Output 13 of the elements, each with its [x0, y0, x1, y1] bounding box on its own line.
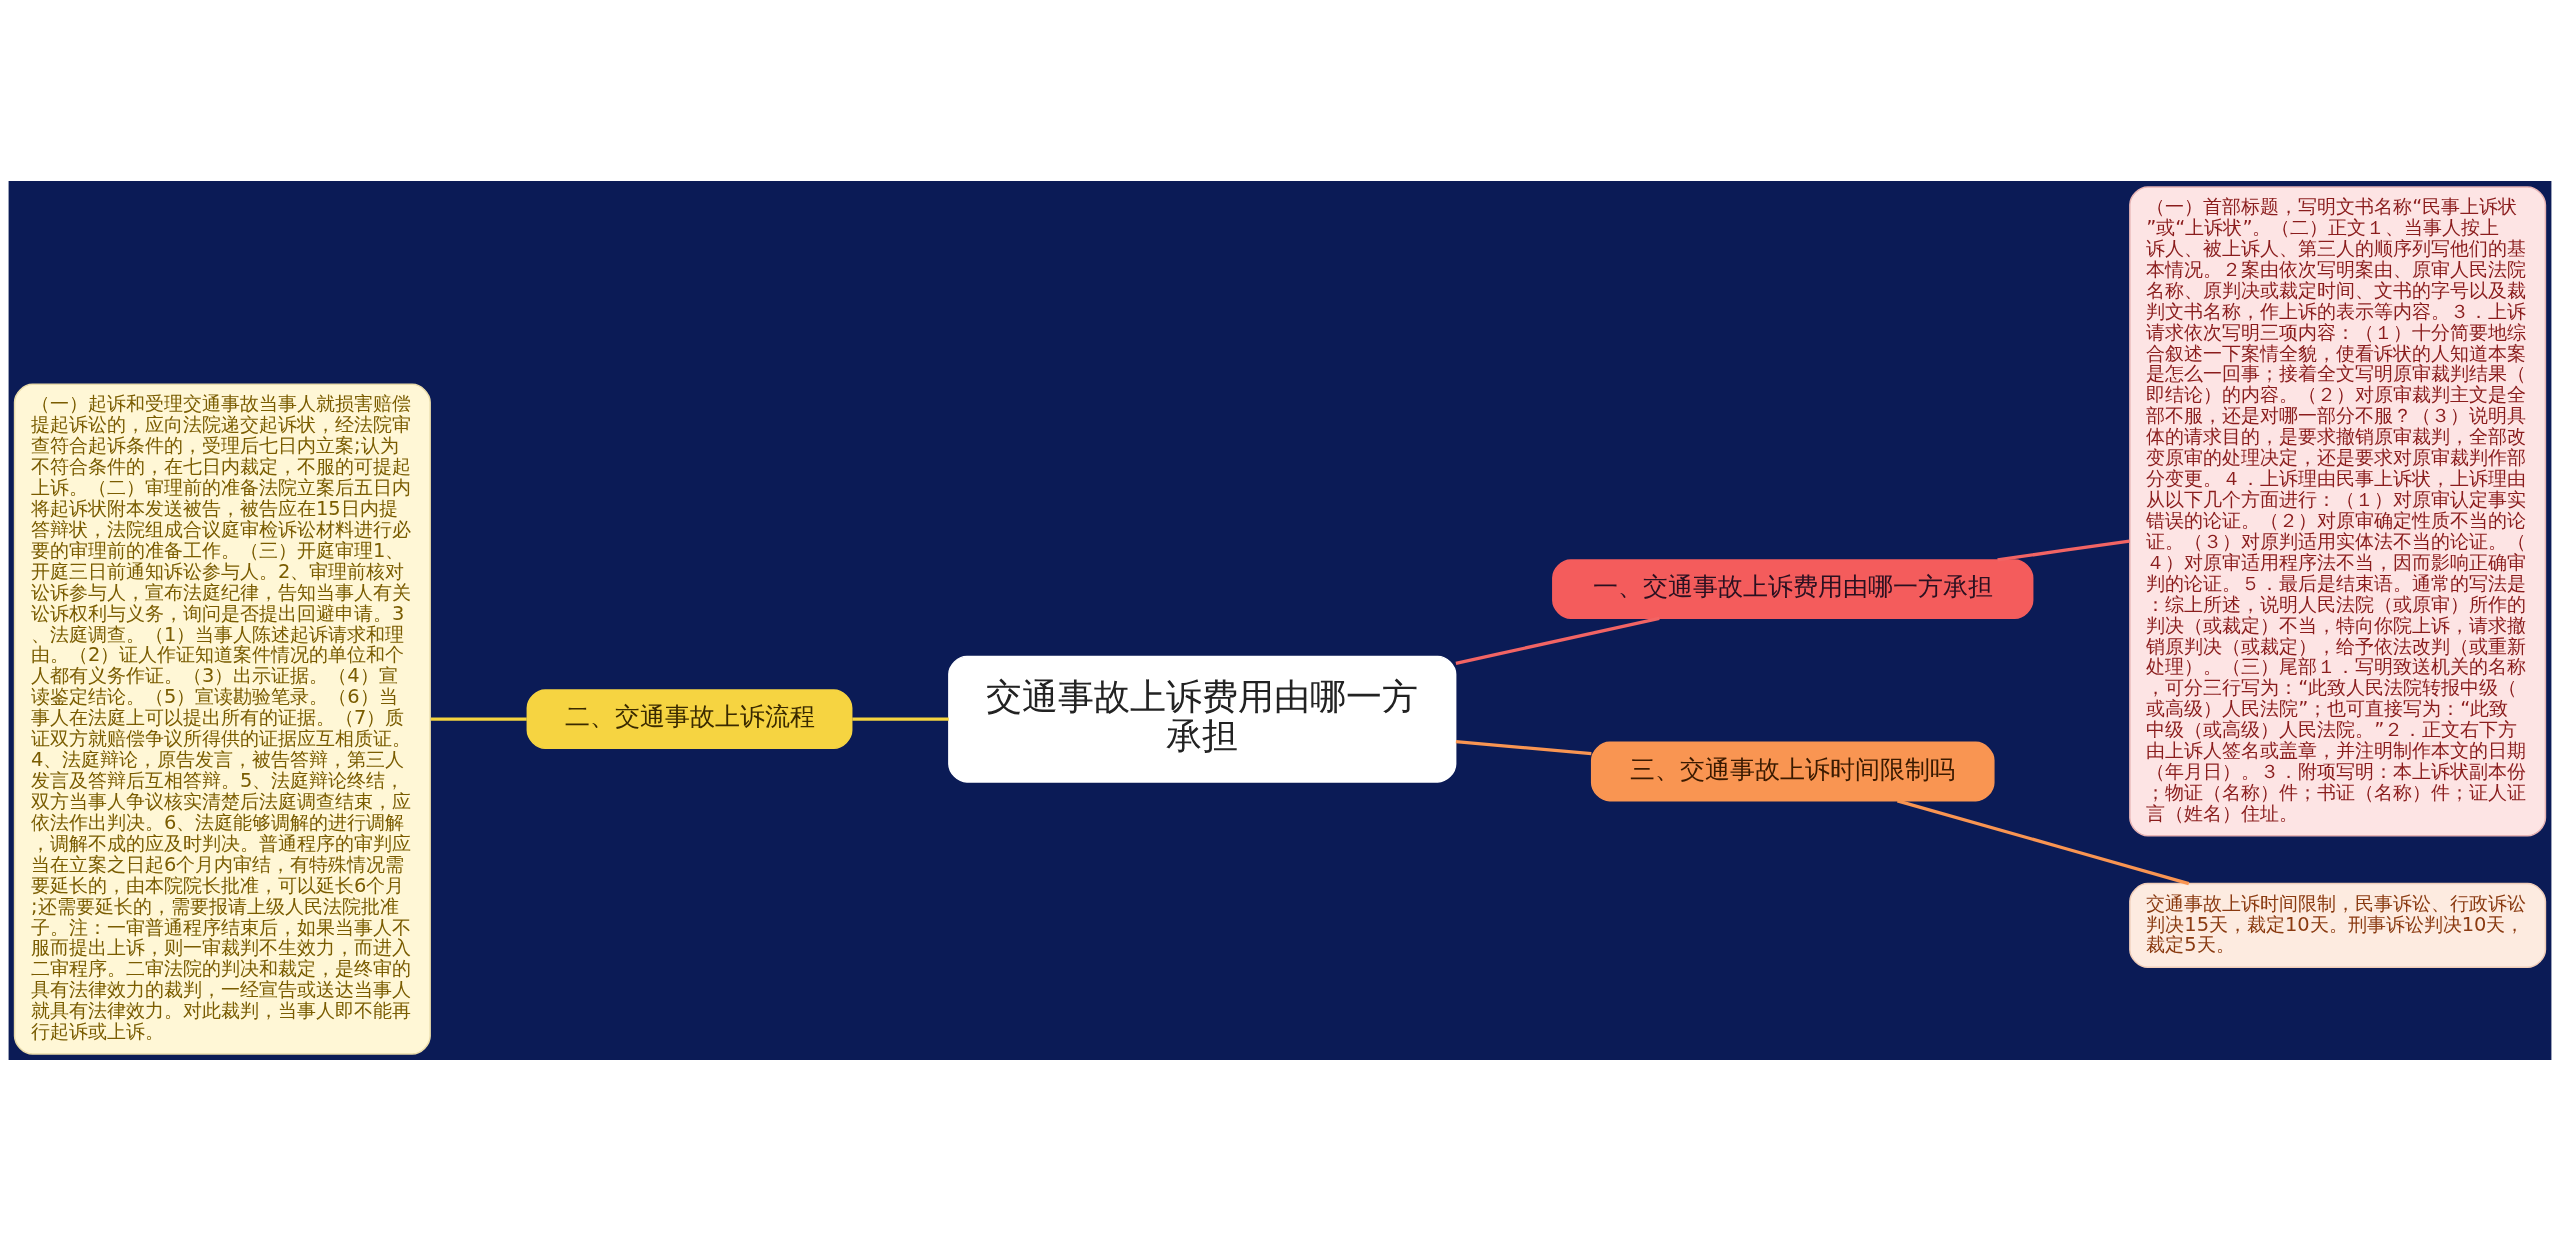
connector	[1455, 616, 1660, 665]
node-box: 交通事故上诉时间限制，民事诉讼、行政诉讼判决15天，裁定10天。刑事诉讼判决10天，裁定5天。	[2129, 882, 2547, 969]
connector	[852, 717, 949, 721]
connector	[1897, 799, 2190, 886]
connector	[1455, 740, 1592, 756]
node-box: 三、交通事故上诉时间限制吗	[1590, 741, 1995, 802]
node-box: （一）首部标题，写明文书名称“民事上诉状”或“上诉状”。（二）正文１、当事人按上诉人、被上诉人、第三人的顺序列写他们的基本情况。２案由依次写明案由、原审人民法院名称、原判决或裁定时间、文书的字号以及裁判文书名称，作上诉的表示等内容。３．上诉请求依次写明三项内容：（１）十分简要地综合叙述一下案情全貌，使看诉状的人知道本案是怎么一回事；接着全文写明原审裁判结果（即结论）的内容。（２）对原审裁判主文是全部不服，还是对哪一部分不服？（３）说明具体的请求目的，是要求撤销原审裁判，全部改变原审的处理决定，还是要求对原审裁判作部分变更。４．上诉理由民事上诉状，上诉理由从以下几个方面进行：（１）对原审认定事实错误的论证。（２）对原审确定性质不当的论证。（３）对原判适用实体法不当的论证。（４）对原审适用程序法不当，因而影响正确审判的论证。５．最后是结束语。通常的写法是：综上所述，说明人民法院（或原审）所作的判决（或裁定）不当，特向你院上诉，请求撤销原判决（或裁定），给予依法改判（或重新处理）。（三）尾部１．写明致送机关的名称，可分三行写为：“此致人民法院转报中级（或高级）人民法院”；也可直接写为：“此致中级（或高级）人民法院。”２．正文右下方由上诉人签名或盖章，并注明制作本文的日期（年月日）。３．附项写明：本上诉状副本份；物证（名称）件；书证（名称）件；证人证言（姓名）住址。	[2129, 186, 2547, 837]
node-box: 二、交通事故上诉流程	[526, 689, 853, 750]
node-box: （一）起诉和受理交通事故当事人就损害赔偿提起诉讼的，应向法院递交起诉状，经法院审查符合起诉条件的，受理后七日内立案;认为不符合条件的，在七日内裁定，不服的可提起上诉。（二）审理前的准备法院立案后五日内将起诉状附本发送被告，被告应在15日内提答辩状，法院组成合议庭审检诉讼材料进行必要的审理前的准备工作。（三）开庭审理1、开庭三日前通知诉讼参与人。2、审理前核对讼诉参与人，宣布法庭纪律，告知当事人有关讼诉权利与义务，询问是否提出回避申请。3、法庭调查。（1）当事人陈述起诉请求和理由。（2）证人作证知道案件情况的单位和个人都有义务作证。（3）出示证据。（4）宣读鉴定结论。（5）宣读勘验笔录。（6）当事人在法庭上可以提出所有的证据。（7）质证双方就赔偿争议所得供的证据应互相质证。4、法庭辩论，原告发言，被告答辩，第三人发言及答辩后互相答辩。5、法庭辩论终结，双方当事人争议核实清楚后法庭调查结束，应依法作出判决。6、法庭能够调解的进行调解，调解不成的应及时判决。普通程序的审判应当在立案之日起6个月内审结，有特殊情况需要延长的，由本院院长批准，可以延长6个月;还需要延长的，需要报请上级人民法院批准子。注：一审普通程序结束后，如果当事人不服而提出上诉，则一审裁判不生效力，而进入二审程序。二审法院的判决和裁定，是终审的具有法律效力的裁判，一经宣告或送达当事人就具有法律效力。对此裁判，当事人即不能再行起诉或上诉。	[13, 383, 431, 1055]
connector	[430, 717, 527, 721]
connector	[1997, 539, 2130, 562]
node-box: 交通事故上诉费用由哪一方承担	[948, 655, 1457, 783]
node-box: 一、交通事故上诉费用由哪一方承担	[1552, 559, 2034, 619]
